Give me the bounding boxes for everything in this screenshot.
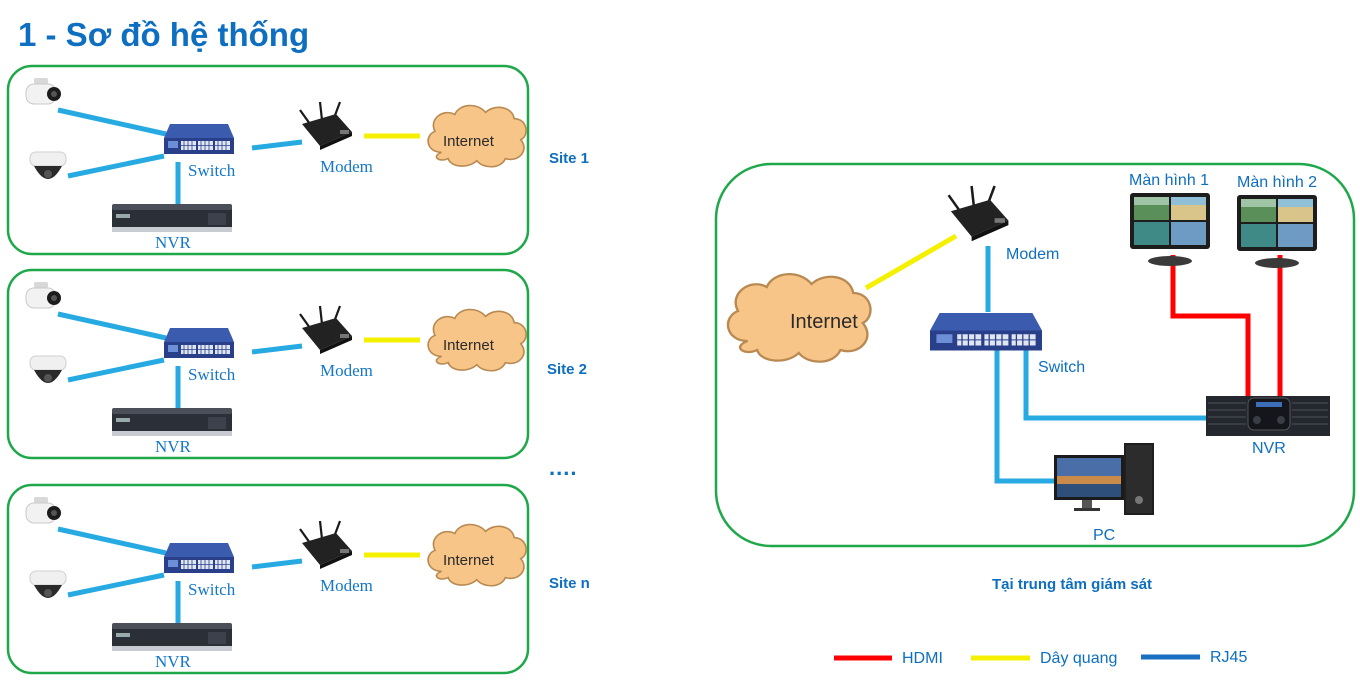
internet-label: Internet <box>790 311 858 333</box>
rj45-cable <box>57 311 167 341</box>
modem-label: Modem <box>320 157 373 176</box>
nvr-icon <box>112 623 232 651</box>
dome-camera-icon <box>29 570 67 599</box>
monitor-2-icon <box>1237 195 1317 268</box>
rj45-cable <box>57 526 167 556</box>
rj45-cable <box>67 572 165 598</box>
hdmi-cable <box>1170 255 1251 398</box>
legend-rj45-label: RJ45 <box>1210 649 1248 666</box>
pc-label: PC <box>1093 527 1115 544</box>
nvr-label: NVR <box>155 233 192 252</box>
switch-icon <box>163 327 235 359</box>
pc-icon <box>1054 443 1154 515</box>
rj45-cable <box>67 153 165 179</box>
modem-icon <box>298 304 354 356</box>
switch-label: Switch <box>188 580 236 599</box>
nvr-label: NVR <box>1252 440 1286 457</box>
legend <box>834 654 1200 661</box>
more-sites-ellipsis: .... <box>549 455 578 480</box>
nvr-label: NVR <box>155 652 192 671</box>
modem-label: Modem <box>1006 246 1059 263</box>
bullet-camera-icon <box>25 281 62 309</box>
internet-label: Internet <box>443 337 495 354</box>
switch-icon <box>163 123 235 155</box>
switch-label: Switch <box>188 161 236 180</box>
rj45-cable <box>57 107 167 137</box>
nvr-icon <box>1206 396 1330 436</box>
site-label: Site 2 <box>547 361 588 378</box>
bullet-camera-icon <box>25 496 62 524</box>
internet-label: Internet <box>443 552 495 569</box>
switch-icon <box>163 542 235 574</box>
page-title: 1 - Sơ đồ hệ thống <box>18 16 310 53</box>
modem-icon <box>298 519 354 571</box>
monitor-1-label: Màn hình 1 <box>1129 172 1209 189</box>
bullet-camera-icon <box>25 77 62 105</box>
modem-label: Modem <box>320 361 373 380</box>
nvr-icon <box>112 204 232 232</box>
legend-hdmi-label: HDMI <box>902 650 943 667</box>
switch-label: Switch <box>188 365 236 384</box>
dome-camera-icon <box>29 355 67 384</box>
monitor-1-icon <box>1130 193 1210 266</box>
site-label: Site 1 <box>549 150 590 167</box>
rj45-cable <box>251 343 303 355</box>
internet-label: Internet <box>443 133 495 150</box>
modem-icon <box>298 100 354 152</box>
rj45-cable <box>994 350 1058 484</box>
site-label: Site n <box>549 575 590 592</box>
modem-label: Modem <box>320 576 373 595</box>
rj45-cable <box>1023 350 1206 421</box>
modem-icon <box>947 184 1010 243</box>
legend-fiber-label: Dây quang <box>1040 650 1118 667</box>
monitoring-center-caption: Tại trung tâm giám sát <box>992 576 1153 593</box>
rj45-cable <box>67 357 165 383</box>
monitoring-center-panel: Internet Modem Switch NVR <box>714 162 1356 548</box>
dome-camera-icon <box>29 151 67 180</box>
switch-label: Switch <box>1038 359 1085 376</box>
fiber-cable <box>864 233 958 291</box>
monitor-2-label: Màn hình 2 <box>1237 174 1317 191</box>
rj45-cable <box>251 558 303 570</box>
switch-icon <box>929 312 1043 352</box>
nvr-label: NVR <box>155 437 192 456</box>
rj45-cable <box>251 139 303 151</box>
nvr-icon <box>112 408 232 436</box>
